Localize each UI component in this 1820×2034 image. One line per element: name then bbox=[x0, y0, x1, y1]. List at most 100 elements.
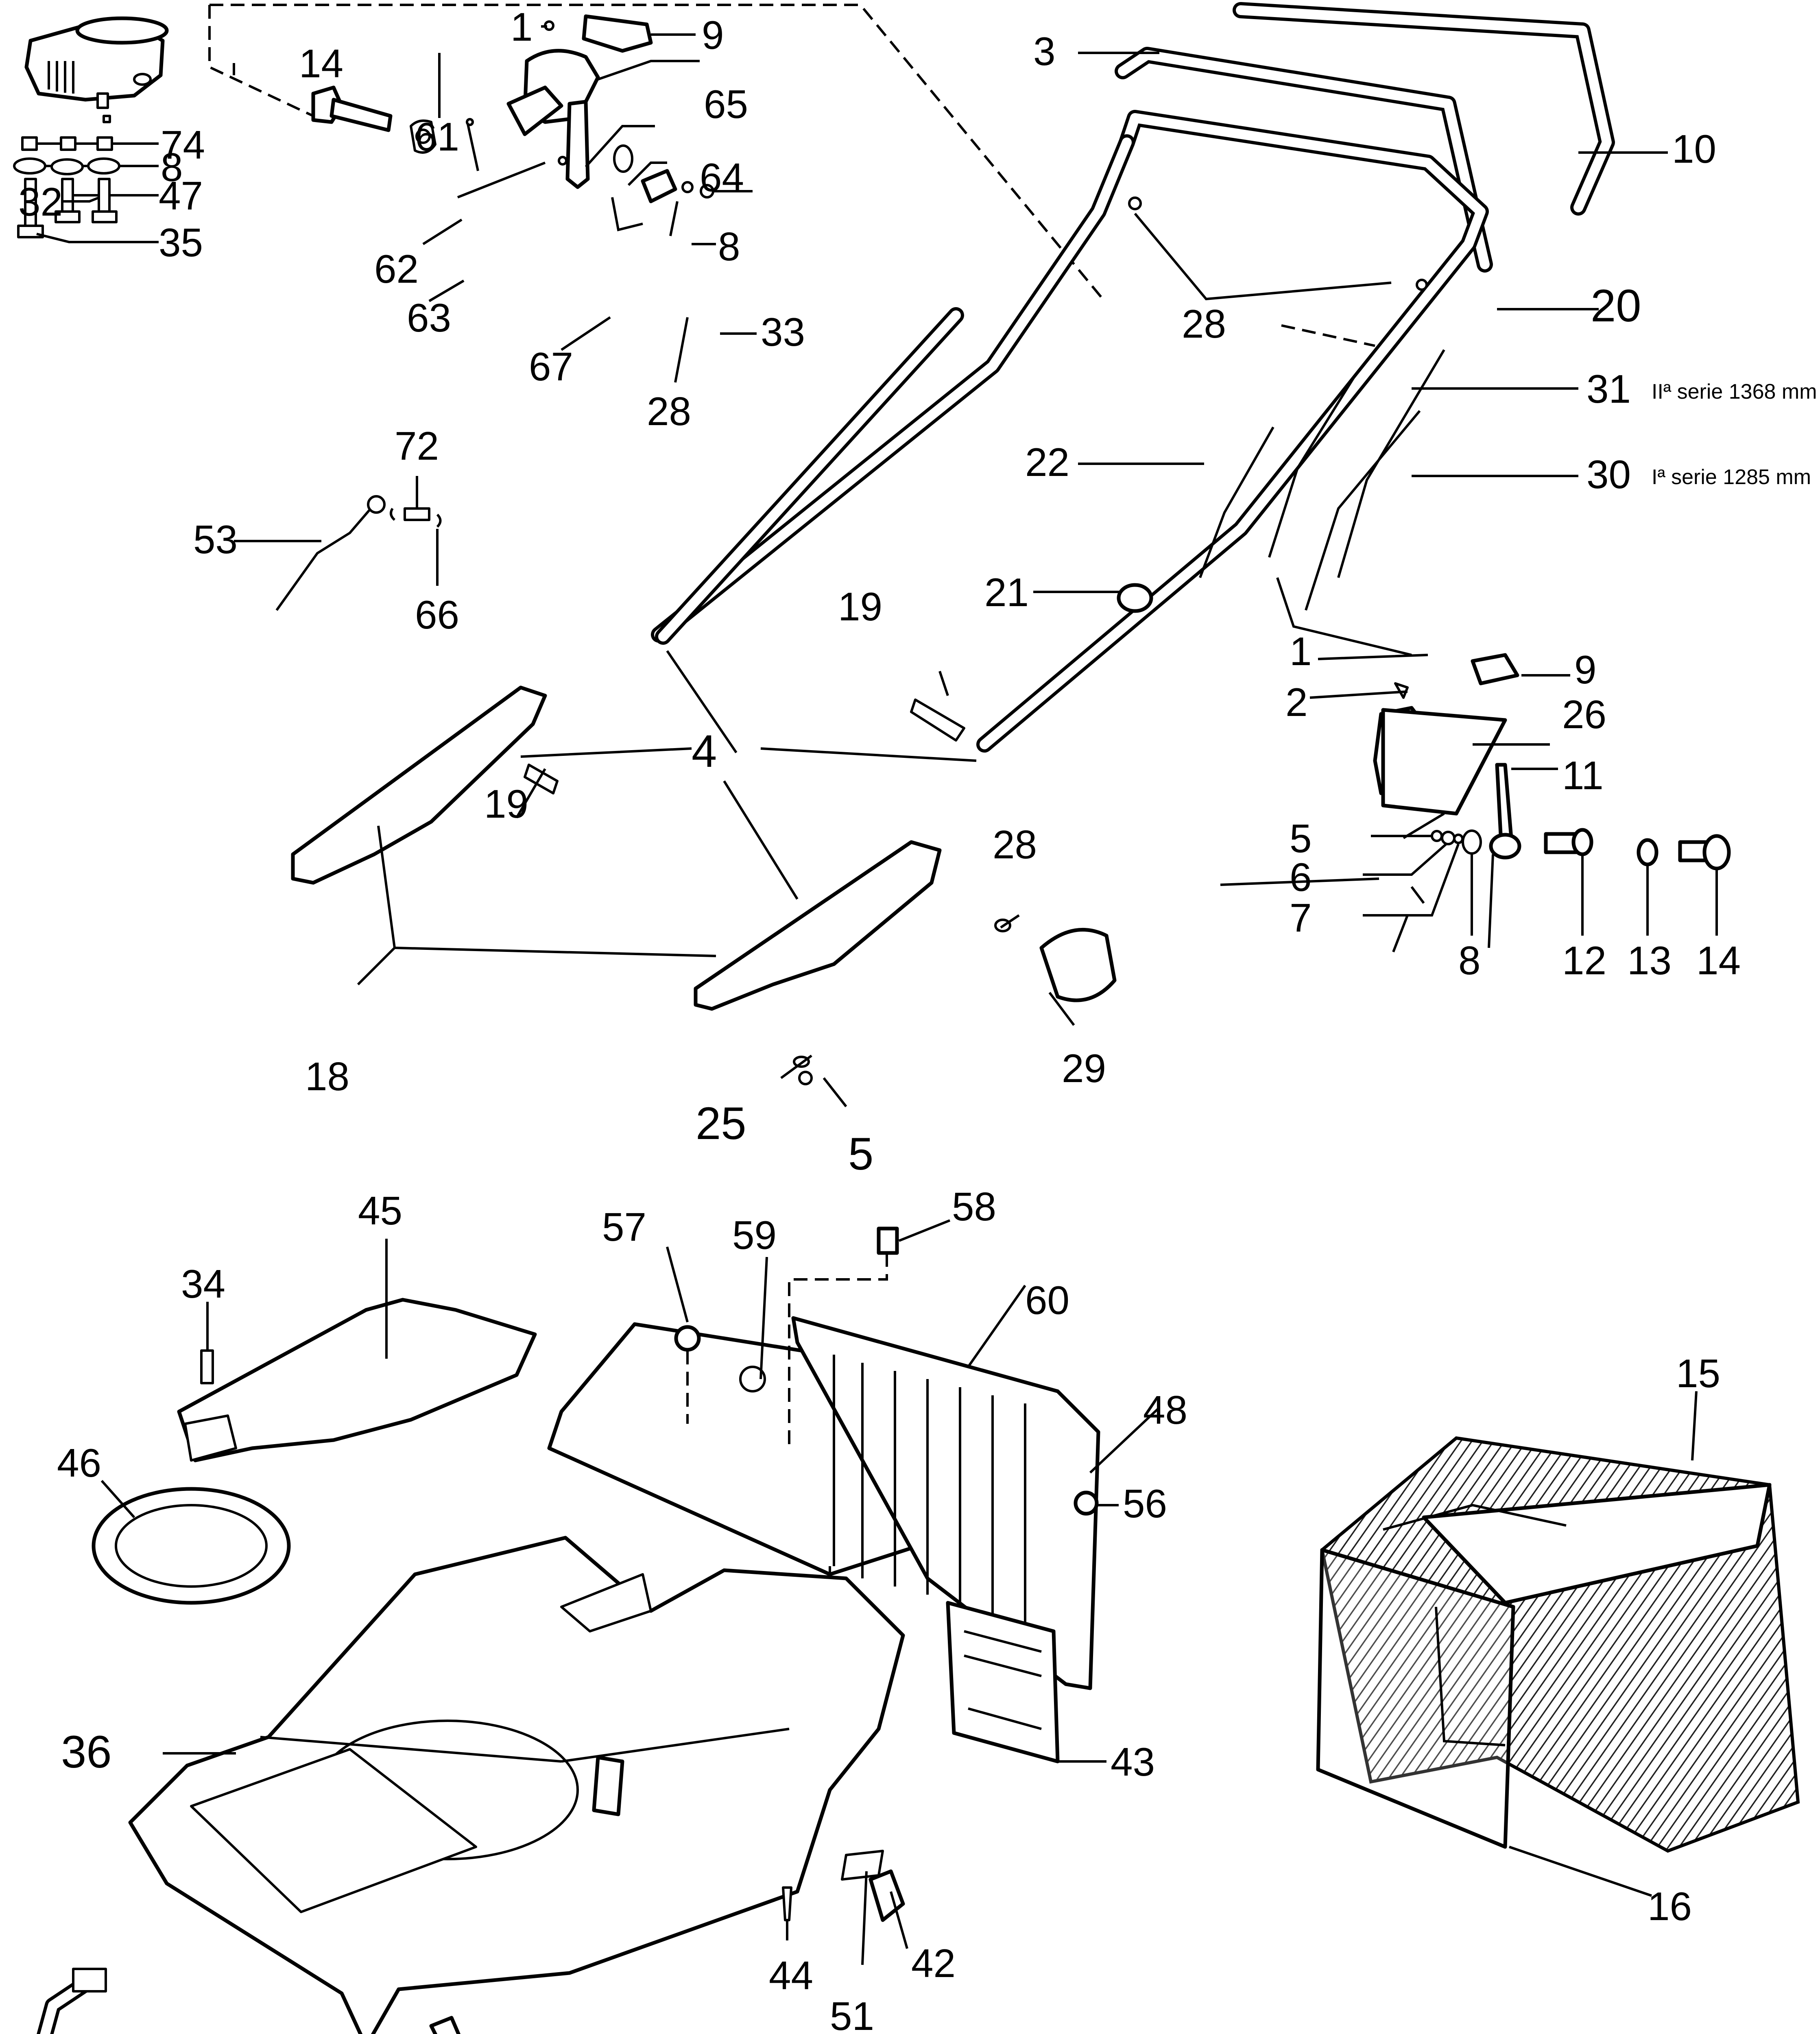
part-29 bbox=[1039, 928, 1117, 1002]
control-lever-assembly bbox=[311, 14, 714, 203]
callout-5: 5 bbox=[1290, 816, 1312, 861]
callout-60: 60 bbox=[1025, 1278, 1069, 1323]
callout-67: 67 bbox=[529, 344, 573, 389]
cable-set bbox=[1199, 324, 1445, 611]
part-58 bbox=[877, 1227, 899, 1255]
callout-43: 43 bbox=[1111, 1739, 1155, 1784]
callout-8c: 8 bbox=[1458, 938, 1481, 983]
callout-63: 63 bbox=[407, 295, 451, 340]
callout-65: 65 bbox=[704, 82, 748, 127]
callout-33: 33 bbox=[761, 310, 805, 354]
callout-21: 21 bbox=[984, 570, 1029, 615]
callout-12: 12 bbox=[1562, 938, 1606, 983]
part-14 bbox=[1702, 834, 1731, 871]
callout-3: 3 bbox=[1033, 29, 1056, 74]
part-11 bbox=[1495, 763, 1513, 844]
callout-9b: 9 bbox=[1574, 647, 1597, 692]
part-56 bbox=[1074, 1491, 1099, 1516]
callout-61: 61 bbox=[415, 114, 459, 159]
callout-5-bracket: 5 bbox=[848, 1128, 873, 1179]
height-adjuster-assembly bbox=[1373, 653, 1731, 871]
callout-62: 62 bbox=[374, 247, 419, 291]
engine-assembly bbox=[24, 16, 169, 109]
callout-13: 13 bbox=[1627, 938, 1672, 983]
part-13 bbox=[1637, 838, 1659, 866]
part-9-top bbox=[582, 14, 653, 53]
part-60 bbox=[791, 1316, 1100, 1690]
callout-18: 18 bbox=[305, 1054, 349, 1099]
part-43 bbox=[946, 1601, 1060, 1763]
grass-catcher bbox=[1316, 1436, 1800, 1853]
mower-deck bbox=[128, 1536, 905, 2034]
callout-48: 48 bbox=[1143, 1388, 1187, 1432]
callout-46: 46 bbox=[57, 1440, 101, 1485]
callout-51: 51 bbox=[830, 1994, 874, 2034]
handle-assembly bbox=[651, 2, 1615, 753]
callout-32: 32 bbox=[18, 179, 63, 224]
part-46-ring bbox=[92, 1487, 291, 1605]
callout-22: 22 bbox=[1025, 440, 1069, 484]
callout-7: 7 bbox=[1290, 895, 1312, 940]
part-57 bbox=[674, 1325, 701, 1352]
callout-28: 28 bbox=[647, 389, 691, 434]
callout-36: 36 bbox=[61, 1726, 112, 1777]
callout-11: 11 bbox=[1562, 753, 1604, 798]
callout-72: 72 bbox=[395, 423, 439, 468]
callout-45: 45 bbox=[358, 1188, 402, 1233]
part-18-left bbox=[291, 685, 547, 885]
callout-35: 35 bbox=[159, 220, 203, 265]
callout-74: 74 bbox=[161, 122, 205, 167]
callout-25: 25 bbox=[696, 1098, 746, 1149]
callout-53: 53 bbox=[193, 517, 238, 562]
callout-10: 10 bbox=[1672, 127, 1716, 171]
callout-4: 4 bbox=[692, 726, 717, 777]
dashed-guide-top bbox=[209, 4, 1106, 302]
callout-47: 47 bbox=[159, 173, 203, 218]
callout-8b: 8 bbox=[718, 224, 740, 269]
callout-66: 66 bbox=[415, 592, 459, 637]
callout-30: 30 bbox=[1586, 452, 1631, 497]
part-21-clip bbox=[1117, 583, 1153, 613]
callout-20: 20 bbox=[1591, 280, 1641, 331]
callout-15: 15 bbox=[1676, 1351, 1720, 1396]
callout-19: 19 bbox=[484, 781, 528, 826]
callout-14: 14 bbox=[299, 41, 343, 86]
part-32 bbox=[103, 115, 111, 123]
callout-9: 9 bbox=[702, 13, 724, 57]
discharge-chute bbox=[177, 1298, 537, 1462]
callout-6: 6 bbox=[1290, 855, 1312, 899]
callout-29: 29 bbox=[1062, 1046, 1106, 1091]
deck-rear-fittings bbox=[429, 1601, 1060, 2034]
engine-mount-hardware bbox=[13, 115, 120, 238]
callout-28-handle: 28 bbox=[1182, 301, 1226, 346]
callout-1b: 1 bbox=[1290, 629, 1312, 674]
note-part-30-series: Iª serie 1285 mm bbox=[1652, 465, 1811, 489]
callout-44-rear: 44 bbox=[769, 1953, 813, 1998]
part-18-right bbox=[694, 840, 942, 1011]
part-67 bbox=[641, 169, 677, 203]
part-9-right bbox=[1471, 653, 1519, 685]
callout-57: 57 bbox=[602, 1205, 646, 1249]
part-64 bbox=[565, 100, 590, 189]
callout-42: 42 bbox=[911, 1941, 956, 1986]
callout-58: 58 bbox=[952, 1184, 996, 1229]
handle-brackets bbox=[291, 685, 1117, 1085]
part-50 bbox=[429, 2016, 461, 2034]
callout-16: 16 bbox=[1648, 1884, 1692, 1929]
callout-34: 34 bbox=[181, 1261, 225, 1306]
part-42 bbox=[869, 1869, 905, 1922]
front-bumper bbox=[37, 1968, 107, 2034]
callout-56: 56 bbox=[1123, 1481, 1167, 1526]
note-part-31-series: IIª serie 1368 mm bbox=[1652, 380, 1817, 404]
part-45 bbox=[177, 1298, 537, 1462]
callout-26: 26 bbox=[1562, 692, 1606, 737]
callout-59: 59 bbox=[732, 1213, 777, 1257]
callout-64: 64 bbox=[700, 155, 744, 200]
cable-end-assembly bbox=[275, 495, 442, 611]
callout-19-top: 19 bbox=[838, 584, 882, 629]
callout-2: 2 bbox=[1285, 680, 1308, 725]
callout-14b: 14 bbox=[1696, 938, 1741, 983]
callout-31: 31 bbox=[1586, 367, 1631, 411]
callout-8: 8 bbox=[161, 145, 183, 190]
